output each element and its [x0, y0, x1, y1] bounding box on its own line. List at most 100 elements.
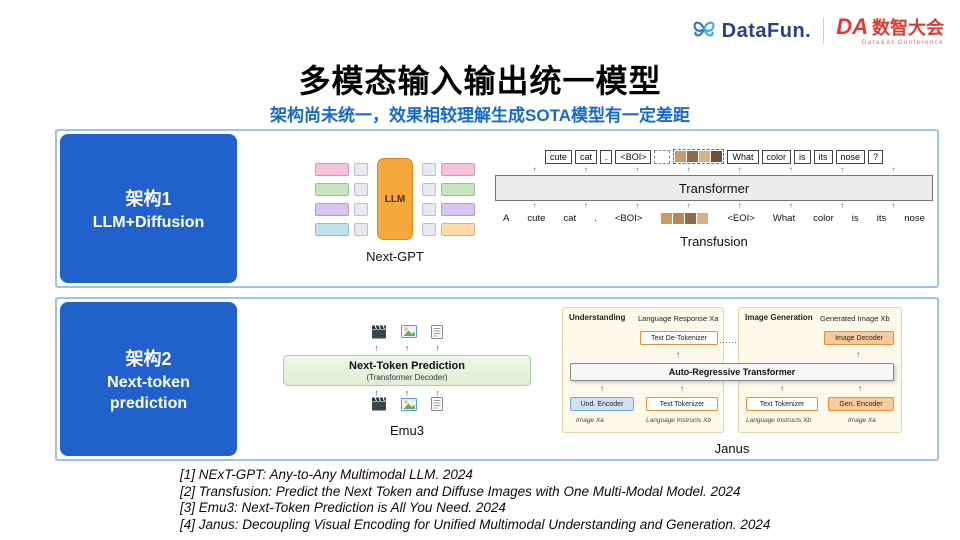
up-arrow-icon: ↑ — [840, 201, 845, 210]
text-detokenizer-box: Text De-Tokenizer — [640, 331, 718, 345]
token: <EOI> — [727, 213, 755, 224]
up-arrow-icon: ↑ — [532, 201, 537, 210]
token: is — [851, 213, 859, 224]
text-tokenizer-box: Text Tokenizer — [646, 397, 718, 411]
image-icon — [401, 325, 417, 343]
generated-image-label: Generated Image Xb — [820, 314, 890, 323]
image-icon — [401, 397, 417, 416]
image-patch — [711, 151, 723, 162]
decoder-box — [441, 202, 475, 216]
emu3-box-subtitle: (Transformer Decoder) — [366, 373, 448, 383]
up-arrow-icon: ↑ — [788, 201, 793, 210]
arch2-label-line1: 架构2 — [125, 348, 172, 369]
up-arrow-icon: ↑ — [686, 165, 691, 174]
projection-box — [422, 182, 436, 196]
reference-item: [3] Emu3: Next-Token Prediction is All Y… — [180, 500, 506, 515]
up-arrow-icon: ↑ — [737, 201, 742, 210]
up-arrow-icon: ↑ — [600, 384, 604, 393]
arch2-label-line2: Next-token — [107, 373, 190, 391]
arrow-row: ↑↑↑ — [374, 388, 440, 398]
datafun-logo: DataFun. — [691, 18, 812, 45]
transfusion-output-row: cute cat . <BOI> What color is its nose … — [495, 149, 933, 164]
token: <BOI> — [614, 213, 643, 224]
ellipsis: …… — [719, 335, 737, 345]
up-arrow-icon: ↑ — [435, 388, 440, 399]
up-arrow-icon: ↑ — [635, 165, 640, 174]
up-arrow-icon: ↑ — [737, 165, 742, 174]
nextgpt-input-encoders — [315, 162, 368, 236]
token: its — [813, 149, 833, 164]
emu3-input-icons — [371, 397, 443, 416]
conference-name: 数智大会 — [872, 18, 944, 38]
nextgpt-diagram: LLM Next-GPT — [245, 137, 545, 285]
image-patch — [699, 151, 711, 162]
projection-box — [354, 182, 368, 196]
up-arrow-icon: ↑ — [374, 342, 379, 353]
panel-arch1: 架构1 LLM+Diffusion LLM Next — [55, 129, 939, 288]
projection-box — [422, 162, 436, 176]
decoder-box — [441, 182, 475, 196]
empty-token-box — [654, 149, 671, 164]
token: nose — [835, 149, 866, 164]
video-icon — [371, 325, 387, 344]
transfusion-diagram: cute cat . <BOI> What color is its nose … — [495, 139, 933, 287]
conference-tagline: Data&AI Conference — [861, 40, 944, 46]
references: [1] NExT-GPT: Any-to-Any Multimodal LLM.… — [180, 467, 770, 533]
up-arrow-icon: ↑ — [583, 165, 588, 174]
document-icon — [431, 397, 443, 416]
projection-box — [354, 162, 368, 176]
auto-regressive-transformer-box: Auto-Regressive Transformer — [570, 363, 894, 381]
nextgpt-output-decoders — [422, 162, 475, 236]
emu3-diagram: ↑↑↑ Next-Token Prediction (Transformer D… — [257, 307, 557, 457]
token: cat — [563, 213, 577, 224]
logo-divider — [823, 18, 825, 44]
token: color — [761, 149, 792, 164]
up-arrow-icon: ↑ — [780, 384, 784, 393]
video-icon — [371, 397, 387, 416]
arch1-label-line1: 架构1 — [125, 188, 172, 209]
page-subtitle: 架构尚未统一，效果相较理解生成SOTA模型有一定差距 — [270, 106, 690, 125]
janus-caption: Janus — [714, 441, 750, 456]
image-decoder-box: Image Decoder — [824, 331, 894, 345]
gen-encoder-box: Gen. Encoder — [828, 397, 894, 411]
decoder-box — [441, 222, 475, 236]
up-arrow-icon: ↑ — [635, 201, 640, 210]
up-arrow-icon: ↑ — [891, 201, 896, 210]
image-patch — [687, 151, 699, 162]
token: What — [772, 213, 796, 224]
conference-logo: DA 数智大会 Data&AI Conference — [836, 16, 944, 47]
up-arrow-icon: ↑ — [404, 342, 410, 353]
token: . — [599, 149, 613, 164]
token: cute — [544, 149, 572, 164]
token: is — [794, 149, 811, 164]
understanding-header: Understanding — [569, 313, 626, 322]
input-label: Image Xa — [848, 417, 876, 424]
janus-diagram: …… Understanding Language Response Xa Im… — [562, 307, 902, 459]
up-arrow-icon: ↑ — [532, 165, 537, 174]
token: A — [503, 213, 510, 224]
arrow-row: ↑↑↑ — [374, 343, 440, 353]
datafun-logo-icon — [691, 18, 717, 45]
up-arrow-icon: ↑ — [858, 384, 862, 393]
transfusion-caption: Transfusion — [680, 234, 748, 249]
projection-box — [422, 222, 436, 236]
image-patch — [673, 213, 685, 224]
image-patch — [697, 213, 709, 224]
up-arrow-icon: ↑ — [840, 165, 845, 174]
reference-item: [4] Janus: Decoupling Visual Encoding fo… — [180, 516, 771, 532]
llm-box: LLM — [377, 158, 413, 240]
token: nose — [904, 213, 925, 224]
up-arrow-icon: ↑ — [583, 201, 588, 210]
arrow-row: ↑↑↑↑↑↑↑↑ — [495, 201, 933, 211]
up-arrow-icon: ↑ — [676, 350, 680, 359]
token: What — [727, 149, 759, 164]
up-arrow-icon: ↑ — [374, 388, 379, 399]
token: . — [594, 213, 597, 224]
image-patch — [661, 213, 673, 224]
header-logos: DataFun. DA 数智大会 Data&AI Conference — [691, 14, 944, 48]
projection-box — [422, 202, 436, 216]
modality-box — [315, 202, 349, 216]
modality-box — [315, 222, 349, 236]
modality-box — [315, 182, 349, 196]
